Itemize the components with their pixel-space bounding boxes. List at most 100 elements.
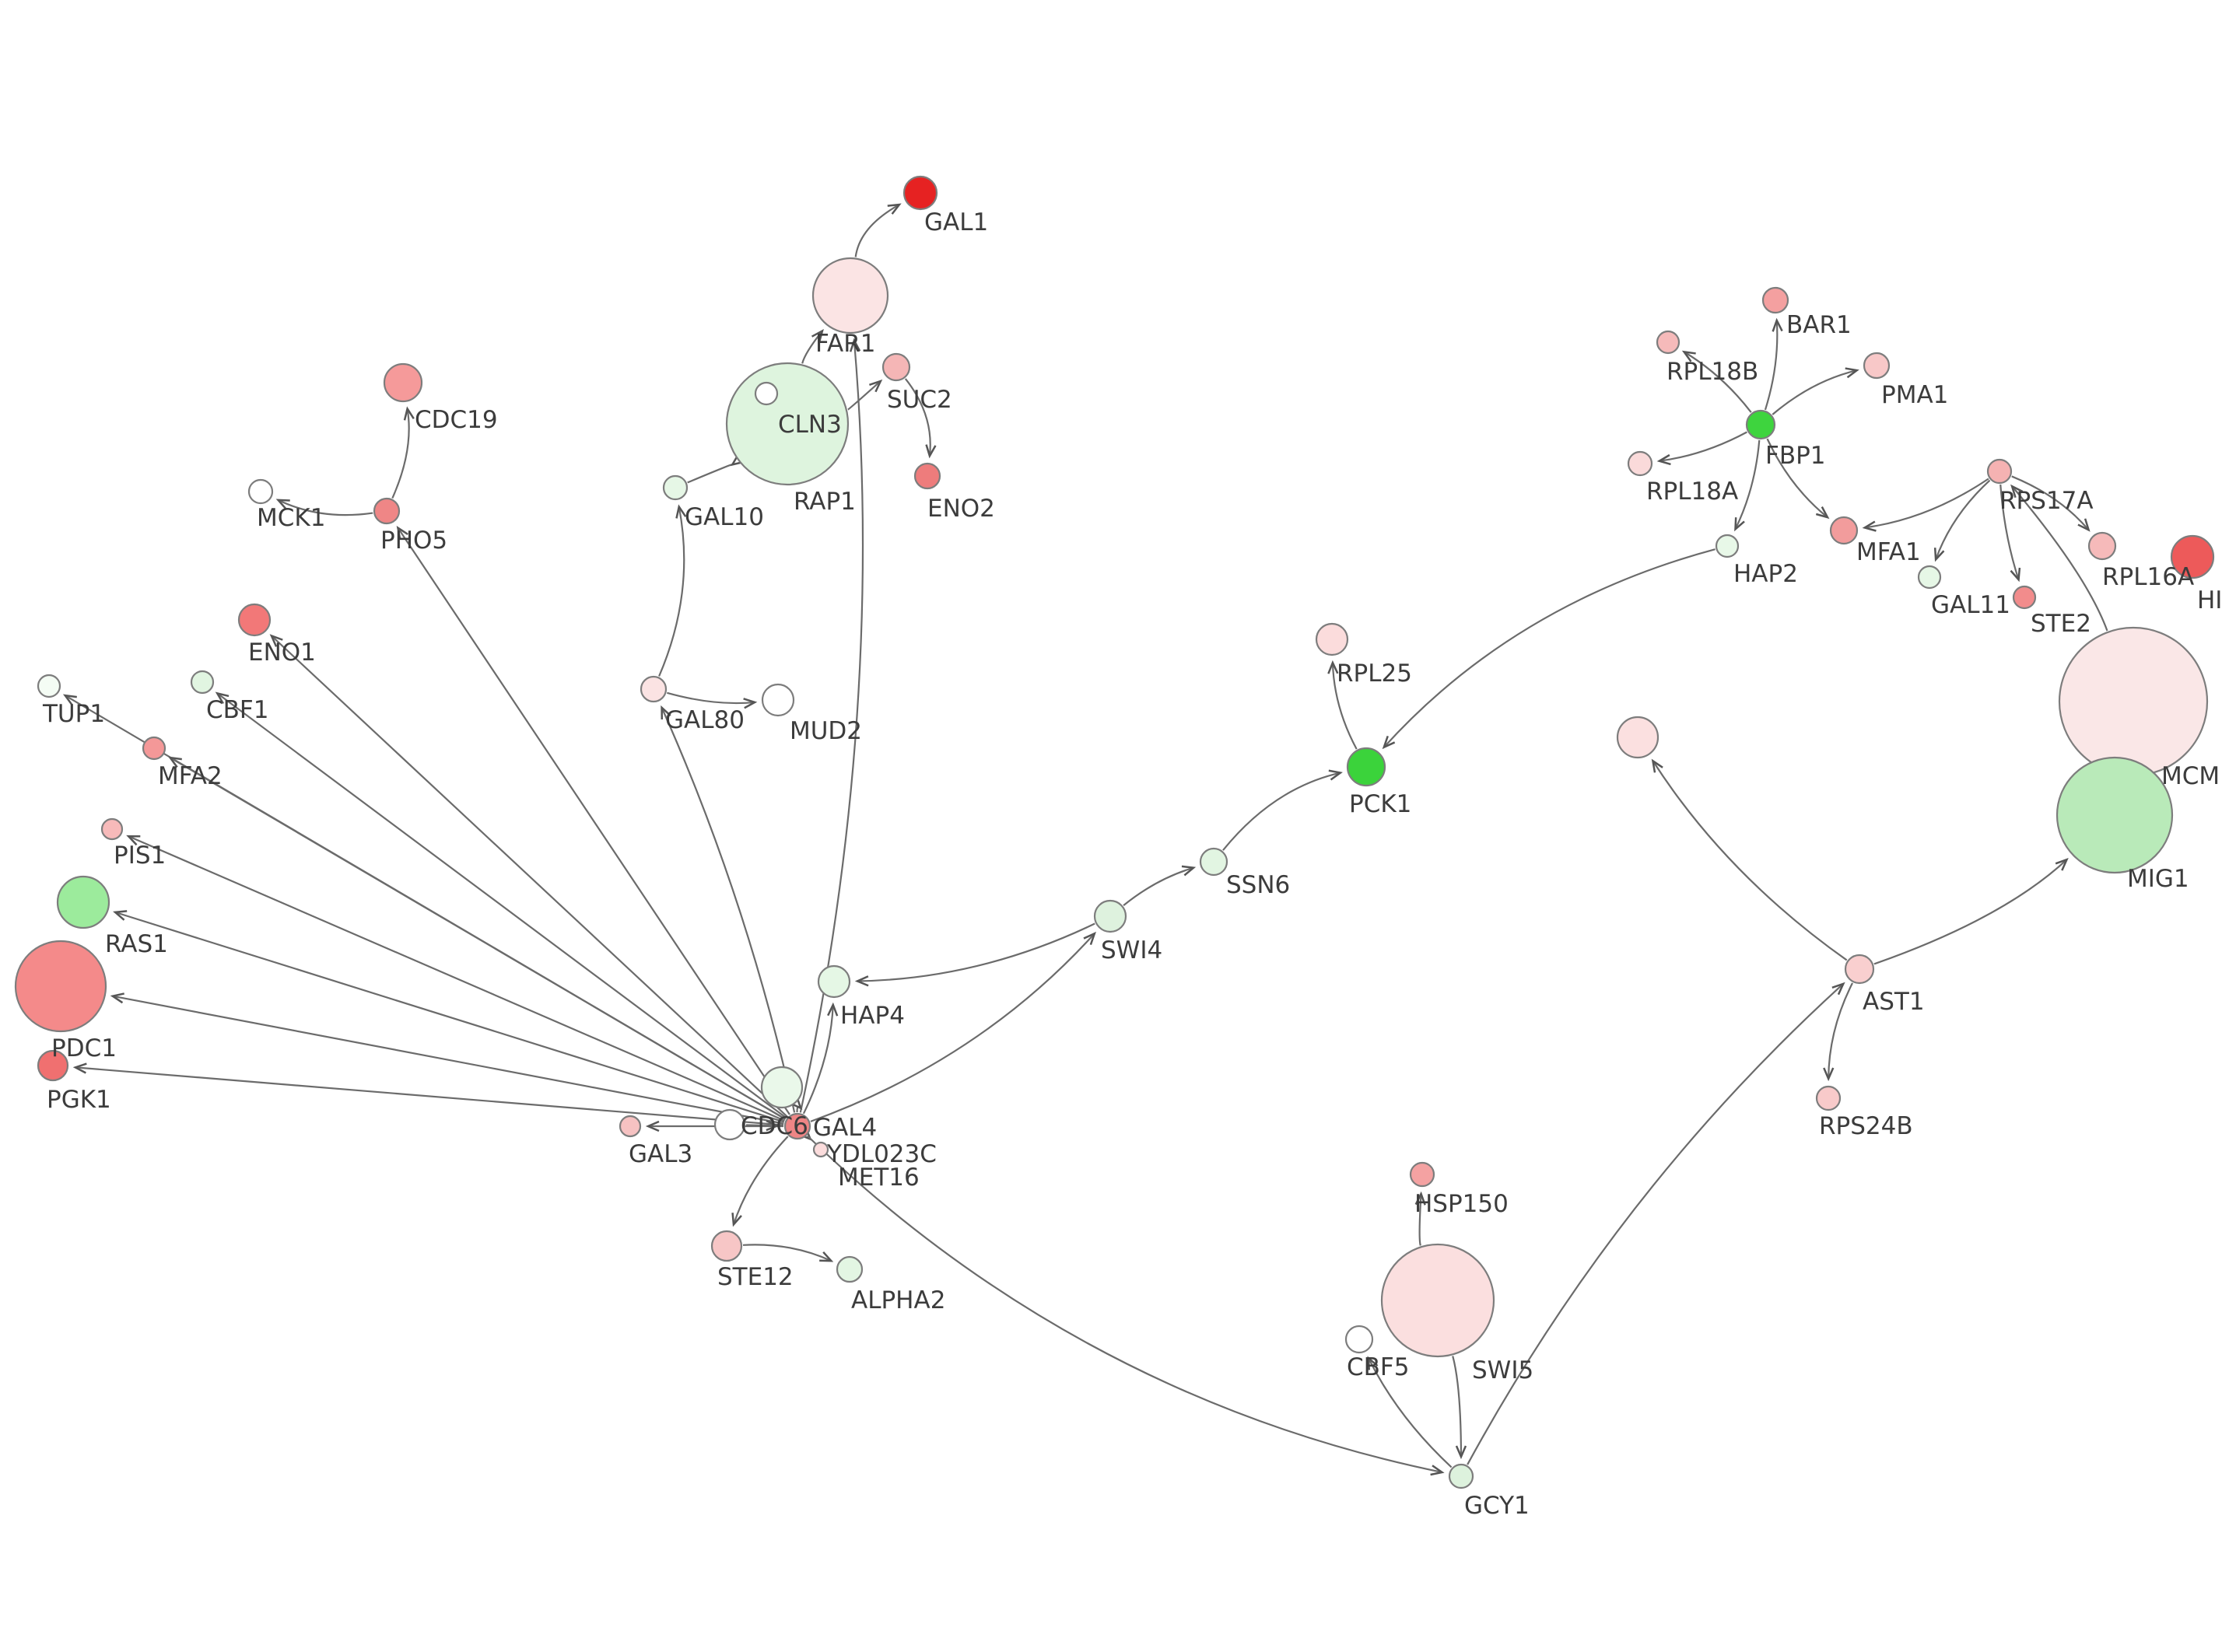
edge-SWI4-SSN6[interactable] — [1123, 865, 1197, 906]
node-TUP1[interactable] — [37, 674, 61, 698]
edge-PHO5-MCK1[interactable] — [275, 499, 373, 516]
node-FAR1[interactable] — [811, 257, 889, 334]
edge-AST1-MIG1[interactable] — [1873, 858, 2069, 965]
edge-FBP1-MFA1[interactable] — [1766, 438, 1830, 520]
node-RAS1[interactable] — [56, 875, 110, 929]
node-RAP1[interactable] — [725, 362, 850, 486]
node-N1[interactable] — [1616, 716, 1659, 759]
node-CDC19[interactable] — [383, 362, 423, 403]
node-GCY1[interactable] — [1448, 1463, 1474, 1489]
node-MIG1[interactable] — [2056, 756, 2174, 874]
node-SWI4[interactable] — [1093, 899, 1127, 933]
edge-FBP1-PMA1[interactable] — [1772, 367, 1859, 415]
node-STE2[interactable] — [2012, 585, 2037, 610]
edge-GAL80-MUD2[interactable] — [667, 691, 758, 709]
edge-GAL4-GAL80[interactable] — [661, 705, 796, 1113]
edge-AST1-N1[interactable] — [1651, 758, 1848, 961]
edge-GAL4-SWI4[interactable] — [810, 931, 1096, 1122]
edge-AST1-RPS24B[interactable] — [1823, 982, 1853, 1082]
node-MFA2[interactable] — [142, 736, 166, 761]
edge-RPS17A-RPL16A[interactable] — [2011, 475, 2091, 532]
edge-GAL10-RAP1[interactable] — [687, 453, 745, 484]
node-PGK1[interactable] — [37, 1049, 69, 1082]
edge-FBP1-BAR1[interactable] — [1764, 317, 1783, 411]
node-BAR1[interactable] — [1761, 286, 1789, 314]
edge-RPS17A-GAL11[interactable] — [1933, 479, 1991, 562]
node-FBP1[interactable] — [1745, 409, 1776, 440]
node-MCK1[interactable] — [247, 478, 274, 505]
node-PHO5[interactable] — [373, 497, 401, 525]
edge-GAL4-FAR1[interactable] — [799, 338, 864, 1113]
node-CLN3[interactable] — [754, 381, 779, 406]
edge-STE12-ALPHA2[interactable] — [742, 1244, 834, 1262]
edge-GAL4-CBF1[interactable] — [215, 691, 787, 1119]
node-RPL25[interactable] — [1315, 622, 1349, 656]
node-MFA1[interactable] — [1829, 516, 1859, 545]
node-ALPHA2[interactable] — [836, 1255, 864, 1283]
node-GAL10[interactable] — [662, 474, 689, 501]
edge-GAL4-PGK1[interactable] — [72, 1062, 784, 1126]
edge-GAL4-MFA2[interactable] — [167, 756, 787, 1120]
edge-RPS17A-MFA1[interactable] — [1862, 478, 1989, 532]
node-MET16[interactable] — [812, 1141, 829, 1158]
edge-RPS17A-STE2[interactable] — [1999, 484, 2021, 583]
node-HIS4[interactable] — [2170, 534, 2215, 579]
edge-RAP1-SUC2[interactable] — [847, 379, 883, 411]
node-STE12[interactable] — [710, 1230, 743, 1262]
node-ENO1[interactable] — [237, 603, 272, 637]
edge-GAL4-GCY1[interactable] — [807, 1135, 1445, 1476]
node-RPL18B[interactable] — [1656, 330, 1681, 355]
node-RPL16A[interactable] — [2087, 531, 2117, 561]
edge-SWI5-GCY1[interactable] — [1452, 1356, 1467, 1460]
edge-GAL4-PIS1[interactable] — [126, 835, 785, 1122]
node-PIS1[interactable] — [100, 817, 124, 841]
node-GAL4[interactable] — [783, 1112, 811, 1140]
edge-FBP1-HAP2[interactable] — [1734, 439, 1761, 532]
node-SSN6[interactable] — [1199, 847, 1228, 877]
edge-FBP1-RPL18B[interactable] — [1681, 350, 1752, 413]
edge-GAL80-GAL10[interactable] — [658, 504, 687, 677]
edge-GAL4-ENO1[interactable] — [269, 634, 788, 1118]
edge-FBP1-RPL18A[interactable] — [1656, 431, 1747, 466]
node-YDL023C[interactable] — [760, 1066, 804, 1109]
edge-GAL4-PHO5[interactable] — [396, 525, 790, 1115]
edge-SUC2-ENO2[interactable] — [904, 378, 937, 459]
node-ENO2[interactable] — [913, 462, 941, 490]
edge-MCM1-RPS17A[interactable] — [2010, 484, 2108, 632]
edge-GAL4-YDL023C[interactable] — [789, 1096, 803, 1113]
edge-RAP1-FAR1[interactable] — [801, 328, 824, 364]
node-SUC2[interactable] — [881, 352, 911, 382]
node-RPS24B[interactable] — [1815, 1085, 1842, 1111]
edge-GCY1-AST1[interactable] — [1467, 982, 1845, 1465]
node-HAP4[interactable] — [817, 964, 851, 999]
edge-SWI5-HSP150[interactable] — [1414, 1191, 1426, 1246]
node-HSP150[interactable] — [1409, 1161, 1435, 1188]
node-GAL80[interactable] — [640, 675, 668, 703]
node-MCM1[interactable] — [2058, 626, 2209, 777]
edge-GCY1-CBF5[interactable] — [1367, 1356, 1453, 1468]
node-AST1[interactable] — [1844, 954, 1875, 985]
edge-FAR1-GAL1[interactable] — [854, 203, 902, 257]
edge-HAP2-PCK1[interactable] — [1382, 548, 1716, 750]
node-RPS17A[interactable] — [1986, 458, 2013, 485]
node-CDC6[interactable] — [713, 1108, 746, 1141]
node-PCK1[interactable] — [1346, 747, 1386, 787]
edge-GAL4-STE12[interactable] — [731, 1136, 789, 1227]
edge-PCK1-RPL25[interactable] — [1327, 660, 1358, 750]
node-RPL18A[interactable] — [1627, 450, 1653, 477]
edge-GAL4-RAS1[interactable] — [113, 910, 785, 1123]
edge-SWI4-HAP4[interactable] — [854, 922, 1095, 987]
edge-GAL4-HAP4[interactable] — [802, 1002, 839, 1115]
node-GAL3[interactable] — [619, 1115, 642, 1138]
node-PMA1[interactable] — [1863, 352, 1891, 380]
edge-GAL4-PDC1[interactable] — [110, 992, 784, 1125]
edge-SSN6-PCK1[interactable] — [1222, 769, 1343, 851]
node-SWI5[interactable] — [1380, 1243, 1495, 1358]
node-CBF1[interactable] — [190, 670, 215, 695]
node-HAP2[interactable] — [1715, 534, 1740, 558]
node-MUD2[interactable] — [761, 683, 795, 717]
node-GAL1[interactable] — [902, 175, 938, 211]
node-CBF5[interactable] — [1344, 1325, 1374, 1354]
